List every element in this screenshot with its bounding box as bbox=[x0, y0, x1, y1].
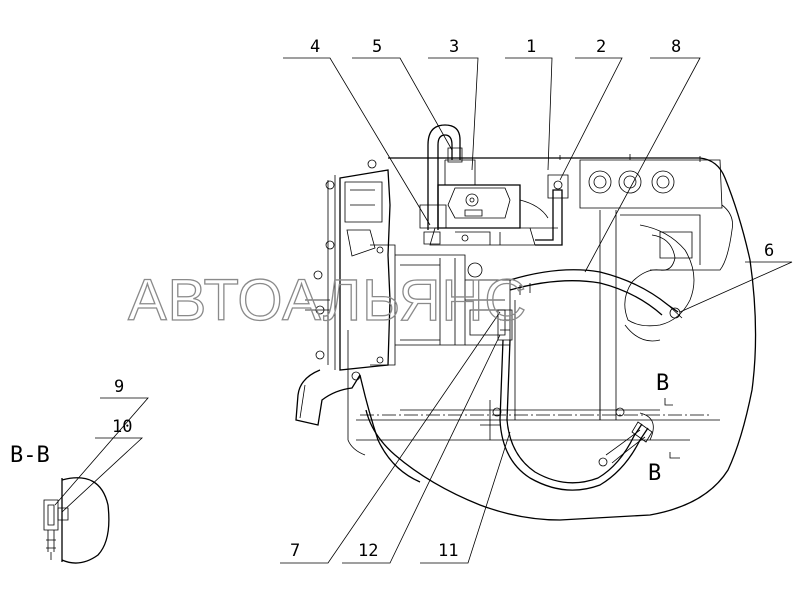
section-view-b-b bbox=[43, 477, 110, 564]
hose bbox=[497, 309, 653, 491]
callout-3: 3 bbox=[449, 37, 459, 57]
section-title: B-B bbox=[10, 443, 50, 468]
callout-12: 12 bbox=[358, 541, 378, 561]
engine-block bbox=[356, 154, 757, 521]
callout-1: 1 bbox=[526, 37, 536, 57]
section-markers bbox=[664, 398, 680, 459]
pump-assembly bbox=[295, 159, 511, 483]
leader-lines bbox=[54, 57, 793, 564]
u-pipe bbox=[419, 124, 463, 245]
callout-6: 6 bbox=[764, 241, 774, 261]
long-pipe bbox=[509, 269, 683, 319]
watermark-text: АВТОАЛЬЯНС bbox=[128, 268, 527, 333]
callout-10: 10 bbox=[112, 417, 132, 437]
section-marker-lower: B bbox=[648, 461, 661, 486]
valve-block bbox=[429, 159, 549, 246]
callout-2: 2 bbox=[596, 37, 606, 57]
callout-11: 11 bbox=[438, 541, 458, 561]
callout-5: 5 bbox=[372, 37, 382, 57]
callout-8: 8 bbox=[671, 37, 681, 57]
side-pipe bbox=[530, 174, 569, 246]
callout-7: 7 bbox=[290, 541, 300, 561]
section-marker-upper: B bbox=[656, 371, 669, 396]
callout-9: 9 bbox=[114, 377, 124, 397]
callout-4: 4 bbox=[310, 37, 320, 57]
